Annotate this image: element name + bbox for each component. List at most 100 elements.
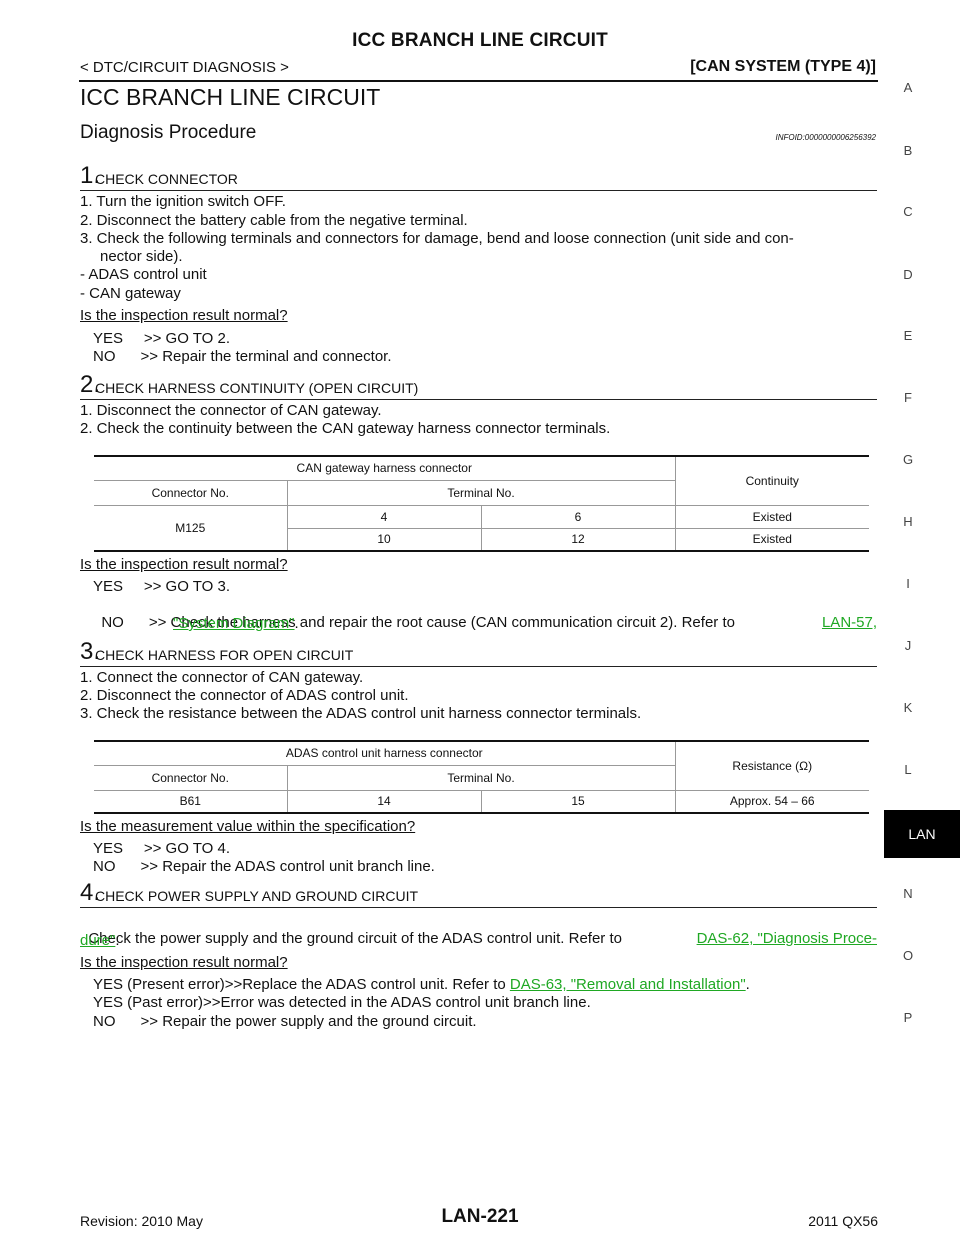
- yes-answer: YES >> GO TO 2.: [93, 330, 231, 347]
- table-cell: 4: [286, 505, 481, 529]
- procedure-title: Diagnosis Procedure: [80, 122, 257, 143]
- instruction-line: 1. Turn the ignition switch OFF.: [80, 193, 286, 210]
- dash-item: - CAN gateway: [80, 285, 181, 302]
- step-number: 4.: [80, 879, 101, 906]
- index-tab-b[interactable]: B: [903, 143, 913, 158]
- no-answer: NO >> Repair the power supply and the gr…: [93, 1013, 477, 1030]
- index-tab-p[interactable]: P: [903, 1010, 913, 1025]
- index-tab-o[interactable]: O: [902, 948, 914, 963]
- instruction-line: 3. Check the following terminals and con…: [80, 230, 794, 247]
- table-row: 10 12 Existed: [94, 528, 869, 552]
- no-answer: NO >> Repair the terminal and connector.: [93, 348, 392, 365]
- table-group-header: ADAS control unit harness connector: [94, 740, 675, 766]
- step-3-heading: 3. CHECK HARNESS FOR OPEN CIRCUIT: [80, 638, 877, 667]
- das-63-link[interactable]: DAS-63, "Removal and Installation": [509, 976, 746, 993]
- continuity-table: CAN gateway harness connector Continuity…: [94, 455, 869, 552]
- system-label: [CAN SYSTEM (TYPE 4)]: [690, 58, 876, 75]
- table-cell: Approx. 54 – 66: [674, 790, 869, 814]
- instruction-line: 2. Disconnect the connector of ADAS cont…: [80, 687, 409, 704]
- step-number: 2.: [80, 371, 101, 398]
- instruction-line: Check the power supply and the ground ci…: [80, 913, 877, 947]
- das-62-link-continued[interactable]: dure": [80, 932, 116, 949]
- step-1-heading: 1. CHECK CONNECTOR: [80, 162, 877, 191]
- punctuation: .: [745, 976, 750, 993]
- instruction-text: Check the power supply and the ground ci…: [88, 930, 622, 947]
- inspection-question: Is the inspection result normal?: [80, 556, 288, 573]
- index-tab-c[interactable]: C: [903, 204, 913, 219]
- page-title: ICC BRANCH LINE CIRCUIT: [80, 84, 381, 110]
- instruction-line-continued: dure".: [80, 932, 120, 949]
- model-label: 2011 QX56: [808, 1213, 878, 1229]
- system-diagram-link[interactable]: "System Diagram": [173, 615, 295, 632]
- table-group-header: CAN gateway harness connector: [94, 455, 675, 481]
- index-tab-j[interactable]: J: [904, 638, 912, 653]
- table-cell: M125: [94, 505, 287, 552]
- step-title: CHECK HARNESS CONTINUITY (OPEN CIRCUIT): [95, 380, 419, 396]
- index-tab-k[interactable]: K: [903, 700, 913, 715]
- index-tab-l[interactable]: L: [904, 762, 912, 777]
- step-title: CHECK CONNECTOR: [95, 171, 238, 187]
- instruction-line: 1. Disconnect the connector of CAN gatew…: [80, 402, 382, 419]
- measurement-question: Is the measurement value within the spec…: [80, 818, 416, 835]
- instruction-line: 1. Connect the connector of CAN gateway.: [80, 669, 364, 686]
- index-tab-i[interactable]: I: [906, 576, 910, 591]
- header-rule: [79, 80, 878, 82]
- table-cell: 14: [286, 790, 481, 814]
- table-cell: Existed: [674, 528, 869, 552]
- table-cell: 10: [286, 528, 481, 552]
- instruction-line: 2. Check the continuity between the CAN …: [80, 420, 611, 437]
- table-result-header: Continuity: [674, 455, 869, 506]
- running-header-title: ICC BRANCH LINE CIRCUIT: [352, 30, 608, 51]
- resistance-table: ADAS control unit harness connector Resi…: [94, 740, 869, 814]
- table-cell: 6: [480, 505, 675, 529]
- no-answer-text: NO >> Check the harness and repair the r…: [101, 614, 735, 631]
- no-answer: NO >> Repair the ADAS control unit branc…: [93, 858, 435, 875]
- inspection-question: Is the inspection result normal?: [80, 954, 288, 971]
- yes-answer: YES >> GO TO 3.: [93, 578, 231, 595]
- step-number: 1.: [80, 162, 101, 189]
- page-number: LAN-221: [441, 1206, 519, 1227]
- yes-past-answer: YES (Past error)>>Error was detected in …: [93, 994, 591, 1011]
- instruction-line: 3. Check the resistance between the ADAS…: [80, 705, 642, 722]
- inspection-question: Is the inspection result normal?: [80, 307, 288, 324]
- table-col-header: Connector No.: [94, 765, 287, 791]
- yes-present-answer: YES (Present error)>>Replace the ADAS co…: [93, 976, 750, 993]
- index-tab-h[interactable]: H: [903, 514, 913, 529]
- index-tab-lan-active[interactable]: LAN: [884, 810, 960, 858]
- table-col-header: Connector No.: [94, 480, 287, 506]
- table-cell: 15: [480, 790, 675, 814]
- index-tab-n[interactable]: N: [903, 886, 913, 901]
- revision-label: Revision: 2010 May: [80, 1213, 203, 1229]
- index-tab-f[interactable]: F: [904, 390, 912, 405]
- index-tab-a[interactable]: A: [903, 80, 913, 95]
- table-cell: B61: [94, 790, 287, 814]
- index-tab-d[interactable]: D: [903, 267, 913, 282]
- index-tab-e[interactable]: E: [903, 328, 913, 343]
- no-answer: NO >> Check the harness and repair the r…: [93, 597, 877, 631]
- no-answer-continued: "System Diagram".: [173, 615, 299, 632]
- step-4-heading: 4. CHECK POWER SUPPLY AND GROUND CIRCUIT: [80, 879, 877, 908]
- table-col-header: Terminal No.: [286, 480, 675, 506]
- table-row: M125 4 6 Existed: [94, 505, 869, 552]
- table-cell: 12: [480, 528, 675, 552]
- yes-answer: YES >> GO TO 4.: [93, 840, 231, 857]
- step-title: CHECK POWER SUPPLY AND GROUND CIRCUIT: [95, 888, 419, 904]
- dash-item: - ADAS control unit: [80, 266, 207, 283]
- punctuation: .: [115, 932, 120, 949]
- table-cell: Existed: [674, 505, 869, 529]
- step-2-heading: 2. CHECK HARNESS CONTINUITY (OPEN CIRCUI…: [80, 371, 877, 400]
- table-result-header: Resistance (Ω): [674, 740, 869, 791]
- info-id: INFOID:0000000006256392: [775, 133, 876, 142]
- instruction-line-continued: nector side).: [100, 248, 183, 265]
- lan-57-link[interactable]: LAN-57,: [821, 614, 877, 631]
- das-62-link[interactable]: DAS-62, "Diagnosis Proce-: [696, 930, 877, 947]
- answer-text: YES (Present error)>>Replace the ADAS co…: [93, 976, 506, 993]
- table-col-header: Terminal No.: [286, 765, 675, 791]
- step-title: CHECK HARNESS FOR OPEN CIRCUIT: [95, 647, 354, 663]
- punctuation: .: [294, 615, 299, 632]
- section-label: < DTC/CIRCUIT DIAGNOSIS >: [80, 59, 289, 76]
- table-row: B61 14 15 Approx. 54 – 66: [94, 790, 869, 814]
- index-tab-g[interactable]: G: [902, 452, 914, 467]
- instruction-line: 2. Disconnect the battery cable from the…: [80, 212, 468, 229]
- step-number: 3.: [80, 638, 101, 665]
